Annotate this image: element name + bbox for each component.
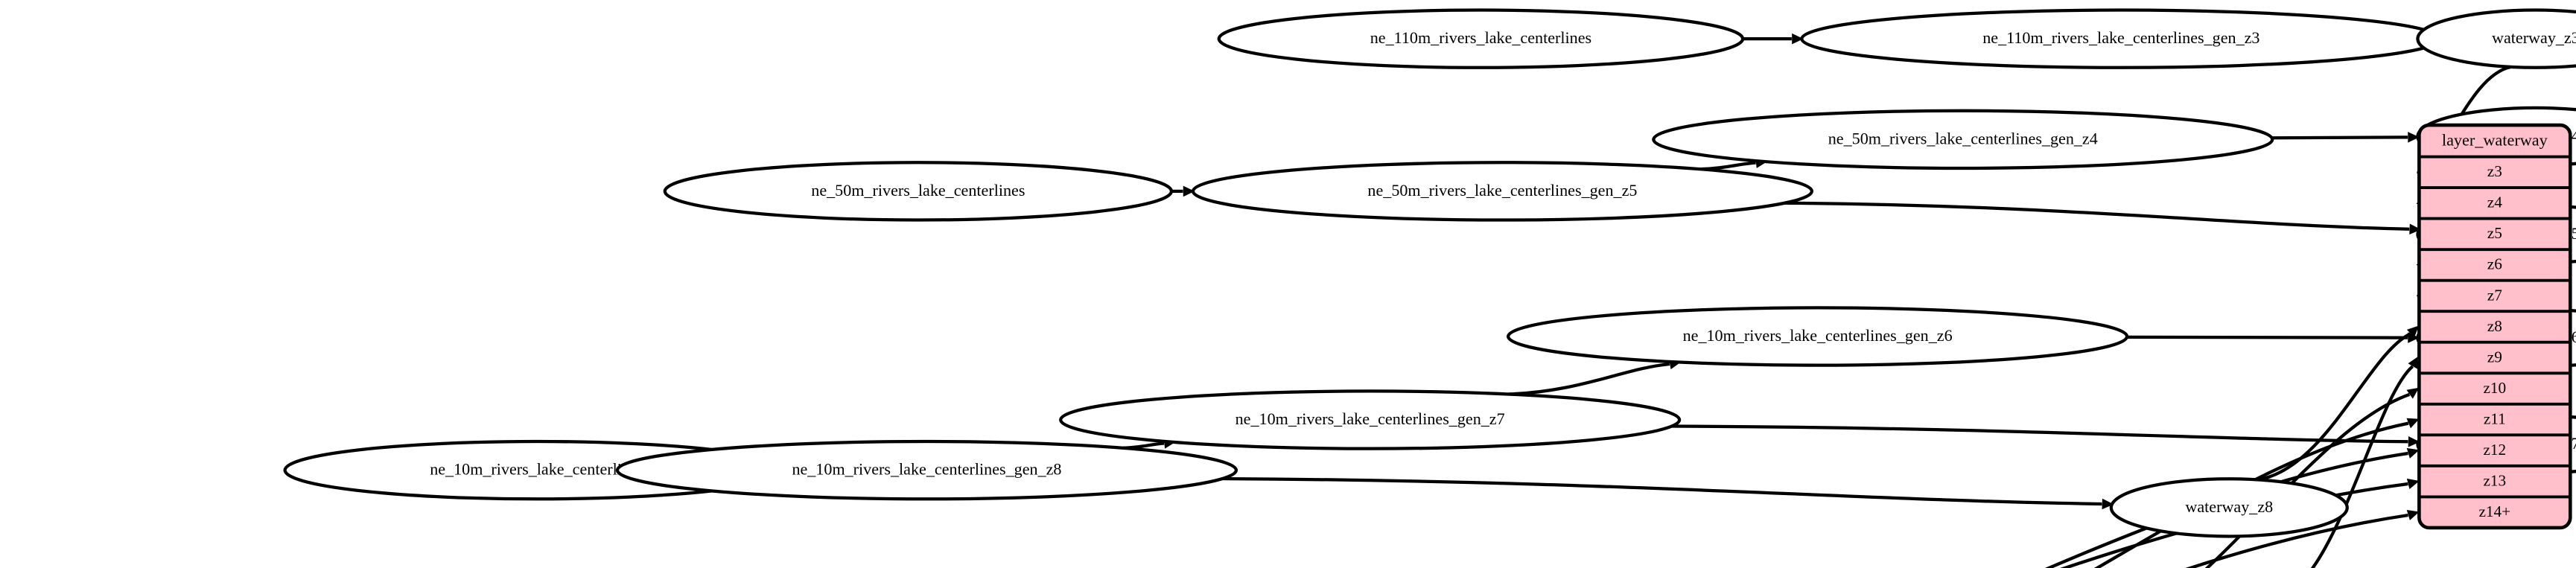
record-box (2417, 123, 2572, 530)
record-row-z6[interactable]: z6 (2487, 255, 2502, 273)
edge-arrowhead (2406, 387, 2420, 399)
graph-edge (1699, 161, 1756, 171)
record-row-z11[interactable]: z11 (2484, 409, 2506, 427)
node-label: ne_50m_rivers_lake_centerlines (811, 181, 1025, 200)
graph-node-waterway_z8[interactable]: waterway_z8 (2109, 477, 2349, 538)
node-shape (1217, 8, 1745, 69)
record-header-label: layer_waterway (2442, 130, 2548, 149)
graph-node-ne_10m_rivers_lake_centerlines_gen_z6[interactable]: ne_10m_rivers_lake_centerlines_gen_z6 (1507, 306, 2129, 367)
record-row-z4[interactable]: z4 (2487, 194, 2502, 211)
node-shape (1652, 109, 2274, 170)
node-shape (663, 161, 1174, 222)
graph-edge (2257, 332, 2411, 482)
edge-arrowhead (2102, 498, 2114, 510)
graph-node-ne_50m_rivers_lake_centerlines[interactable]: ne_50m_rivers_lake_centerlines (663, 161, 1174, 222)
record-row-z9[interactable]: z9 (2487, 348, 2502, 366)
graph-edge (2126, 335, 2408, 339)
graph-edge (1508, 362, 1670, 396)
graph-node-ne_50m_rivers_lake_centerlines_gen_z4[interactable]: ne_50m_rivers_lake_centerlines_gen_z4 (1652, 109, 2274, 170)
node-shape (615, 439, 1238, 501)
edge-arrowhead (2406, 478, 2420, 489)
graph-edge (2093, 421, 2409, 568)
record-row-z13[interactable]: z13 (2483, 471, 2506, 489)
record-row-z10[interactable]: z10 (2483, 379, 2506, 397)
graph-edge (1784, 201, 2410, 231)
edge-arrowhead (2408, 132, 2420, 143)
record-node-layer-waterway[interactable]: layer_waterway z3 z4 z5 z6 z7 z8 z9 z10 z11 z12 z13… (2417, 123, 2572, 530)
graph-edge (1222, 476, 2102, 506)
record-row-z12[interactable]: z12 (2483, 441, 2506, 459)
graph-edge (1671, 424, 2408, 444)
node-label: waterway_z8 (2185, 497, 2273, 516)
graph-node-ne_110m_rivers_lake_centerlines[interactable]: ne_110m_rivers_lake_centerlines (1217, 8, 1745, 69)
node-shape (2416, 8, 2576, 69)
graph-edge (2310, 365, 2414, 568)
graph-node-waterway_z3[interactable]: waterway_z3 (2416, 8, 2576, 69)
node-label: ne_50m_rivers_lake_centerlines_gen_z4 (1828, 129, 2098, 147)
record-layer: layer_waterway z3 z4 z5 z6 z7 z8 z9 z10 z11 z12 z13… (2417, 123, 2572, 530)
record-row-z8[interactable]: z8 (2487, 317, 2502, 335)
edge-arrowhead (1792, 33, 1804, 45)
node-shape (1059, 389, 1682, 450)
node-label: ne_10m_rivers_lake_centerlines (430, 460, 643, 479)
node-label: ne_10m_rivers_lake_centerlines_gen_z6 (1683, 326, 1953, 345)
edge-arrowhead (2406, 447, 2420, 459)
edge-arrowhead (2409, 223, 2421, 235)
graph-node-ne_10m_rivers_lake_centerlines_gen_z7[interactable]: ne_10m_rivers_lake_centerlines_gen_z7 (1059, 389, 1682, 450)
node-shape (2109, 477, 2349, 538)
graph-node-ne_10m_rivers_lake_centerlines_gen_z8[interactable]: ne_10m_rivers_lake_centerlines_gen_z8 (615, 439, 1238, 501)
node-shape (1507, 306, 2129, 367)
graph-edge (2204, 392, 2411, 568)
node-label: ne_110m_rivers_lake_centerlines_gen_z3 (1982, 28, 2259, 47)
node-layer: imposm3osm_waterway_linestringosm_import… (283, 8, 2576, 538)
graph-node-ne_110m_rivers_lake_centerlines_gen_z3[interactable]: ne_110m_rivers_lake_centerlines_gen_z3 (1800, 8, 2443, 69)
edge-arrowhead (2406, 418, 2420, 429)
record-row-z5[interactable]: z5 (2487, 224, 2502, 242)
node-label: ne_50m_rivers_lake_centerlines_gen_z5 (1367, 181, 1637, 200)
graph-edge (2271, 135, 2408, 140)
edge-arrowhead (2408, 356, 2419, 369)
record-row-z7[interactable]: z7 (2487, 286, 2502, 304)
record-row-z14+[interactable]: z14+ (2478, 502, 2510, 520)
edge-arrowhead (2408, 436, 2420, 447)
node-label: ne_10m_rivers_lake_centerlines_gen_z8 (792, 460, 1061, 479)
record-row-z3[interactable]: z3 (2487, 162, 2502, 180)
node-label: waterway_z3 (2492, 28, 2576, 47)
edge-arrowhead (2406, 509, 2420, 520)
node-shape (1191, 161, 1814, 222)
edge-arrowhead (1183, 185, 1195, 197)
node-label: ne_110m_rivers_lake_centerlines (1370, 28, 1591, 47)
node-label: ne_10m_rivers_lake_centerlines_gen_z7 (1235, 409, 1505, 428)
graph-node-ne_50m_rivers_lake_centerlines_gen_z5[interactable]: ne_50m_rivers_lake_centerlines_gen_z5 (1191, 161, 1814, 222)
edge-arrowhead (2406, 325, 2420, 338)
